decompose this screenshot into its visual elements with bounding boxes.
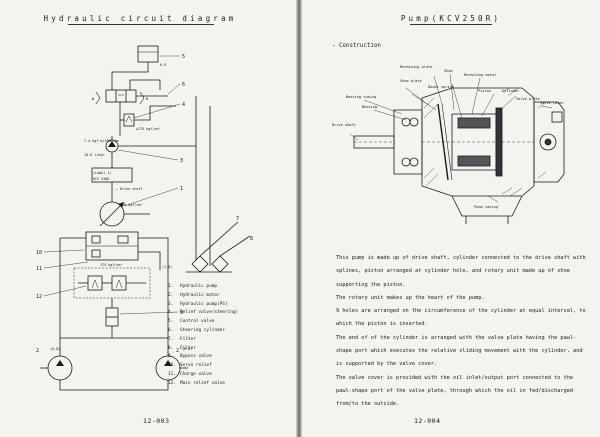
valve-plate-part <box>495 107 503 177</box>
legend-item: 8.Filter <box>168 345 196 351</box>
legend-item: 10.Servo relief <box>168 363 212 369</box>
svg-text:(Label 1): (Label 1) <box>93 171 111 175</box>
page-number-right: 12-004 <box>414 417 441 425</box>
callout-2-left: 2 <box>36 348 39 354</box>
legend-item: 4.Relief valve(steering) <box>168 310 239 316</box>
label-drive-shaft: Drive shaft <box>332 123 356 127</box>
component-legend: 1.Hydraulic pump 2.Hydraulic motor 3.Hyd… <box>168 283 238 389</box>
svg-text:← Drive shaft: ← Drive shaft <box>116 187 143 191</box>
label-valve-plate: Valve plate <box>516 97 540 101</box>
callout-1: 1 <box>180 186 183 192</box>
legend-item: 1.Hydraulic pump <box>168 284 218 289</box>
callout-5: 5 <box>182 54 185 60</box>
hydraulic-circuit-diagram: 5 6 4 3 1 7 8 10 11 12 9 2 2 0.5 W W ≥27… <box>36 45 253 391</box>
hydraulic-motor-left <box>47 355 73 381</box>
filter-8-symbol <box>211 255 229 273</box>
legend-item: 2.Hydraulic motor <box>168 292 220 298</box>
svg-text:≥275 kgf/cm²: ≥275 kgf/cm² <box>136 127 161 131</box>
label-shoe: Shoe <box>444 69 453 73</box>
control-valve-symbol <box>105 89 137 103</box>
legend-item: 9.Bypass valve <box>168 354 212 360</box>
legend-item: 3.Hydraulic pump(PS) <box>168 301 228 307</box>
label-bearing-casing: Bearing casing <box>346 95 376 99</box>
legend-item: 6.Steering cylinder <box>168 327 225 333</box>
callout-12: 12 <box>36 294 42 300</box>
page-title-right: Pump(KCV250R) <box>400 14 502 23</box>
construction-description: This pump is made up of drive shaft, cyl… <box>336 252 592 412</box>
svg-text:KCV 250R: KCV 250R <box>93 177 110 181</box>
callout-2-right: 2 <box>176 348 179 354</box>
paragraph: The end of of the cylinder is arranged w… <box>336 334 583 368</box>
filter-7-symbol <box>191 255 209 273</box>
page-title-left: Hydraulic circuit diagram <box>43 14 237 23</box>
legend-item: 12.Main relief valve <box>168 380 225 386</box>
page-number-left: 12-003 <box>143 417 170 425</box>
label-bearing: Bearing <box>362 105 377 109</box>
svg-text:W: W <box>92 97 95 101</box>
oil-tank <box>137 45 159 63</box>
callout-6: 6 <box>182 82 185 88</box>
legend-item: 7.Filter <box>168 336 196 342</box>
label-pump-casing: Pump casing <box>474 205 498 209</box>
callout-11: 11 <box>36 266 42 272</box>
svg-text:(0.8): (0.8) <box>182 347 192 351</box>
paragraph: The valve cover is provided with the oil… <box>336 374 574 408</box>
svg-text:100 kgf/cm²: 100 kgf/cm² <box>120 203 142 207</box>
pump-cross-section-drawing: Retaining plate Shoe Retaining metal Sho… <box>332 65 565 224</box>
svg-text:0.5: 0.5 <box>160 63 166 67</box>
section-heading: - Construction <box>332 43 381 49</box>
paragraph: The rotary unit makes up the heart of th… <box>336 294 485 301</box>
svg-text:W: W <box>146 97 149 101</box>
paragraph: 9 holes are arranged on the circumferenc… <box>336 308 586 328</box>
svg-text:(1.0): (1.0) <box>162 265 172 269</box>
title-underline <box>410 24 492 25</box>
label-retaining-plate: Retaining plate <box>400 65 432 69</box>
callout-3: 3 <box>180 158 183 164</box>
svg-text:175 kgf/cm²: 175 kgf/cm² <box>100 263 122 267</box>
label-cylinder: Cylinder <box>502 89 520 93</box>
left-page: Hydraulic circuit diagram <box>0 0 296 437</box>
main-relief-symbol <box>87 275 103 291</box>
label-dowel-spring: Dowel spring <box>428 85 454 89</box>
label-shoe-plate: Shoe plate <box>400 79 422 83</box>
label-piston: Piston <box>478 89 491 93</box>
svg-text:(0.8): (0.8) <box>50 347 60 351</box>
book-gutter <box>296 0 302 437</box>
valve-cover-part <box>533 101 565 183</box>
callout-9: 9 <box>180 310 183 316</box>
svg-text:10.8 l/min: 10.8 l/min <box>84 153 104 157</box>
callout-4: 4 <box>182 102 185 108</box>
paragraph: This pump is made up of drive shaft, cyl… <box>336 255 586 288</box>
legend-item: 5.Control valve <box>168 319 215 325</box>
callout-8: 8 <box>250 236 253 242</box>
label-valve-cover: Valve cover <box>540 101 565 105</box>
callout-10: 10 <box>36 250 42 256</box>
title-underline <box>68 24 214 25</box>
legend-item: 11.Charge valve <box>168 371 212 377</box>
svg-text:7.4 kgf·m/1000rpm: 7.4 kgf·m/1000rpm <box>84 139 119 143</box>
label-retaining-metal: Retaining metal <box>464 73 496 77</box>
right-page: Pump(KCV250R) - Construction <box>302 0 600 437</box>
callout-7: 7 <box>236 216 239 222</box>
